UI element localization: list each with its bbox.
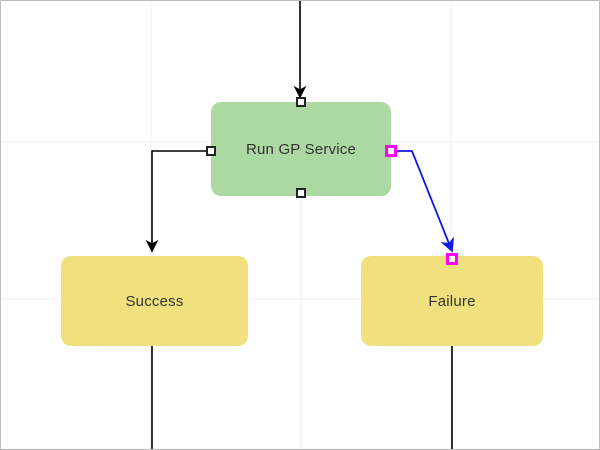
edge-run-gp-service-to-failure[interactable] — [393, 150, 455, 253]
node-failure[interactable]: Failure — [361, 256, 543, 346]
node-label: Failure — [428, 292, 476, 310]
edge-run-gp-service-to-success[interactable] — [145, 150, 211, 253]
node-failure-port-top[interactable] — [446, 253, 458, 265]
node-run-gp-service-port-right[interactable] — [385, 145, 397, 157]
node-success[interactable]: Success — [61, 256, 248, 346]
node-label: Run GP Service — [245, 140, 357, 158]
node-run-gp-service-port-bottom[interactable] — [296, 188, 306, 198]
node-run-gp-service-port-left[interactable] — [206, 146, 216, 156]
node-label: Success — [125, 292, 184, 310]
node-run-gp-service[interactable]: Run GP Service — [211, 102, 391, 196]
node-run-gp-service-port-top[interactable] — [296, 97, 306, 107]
